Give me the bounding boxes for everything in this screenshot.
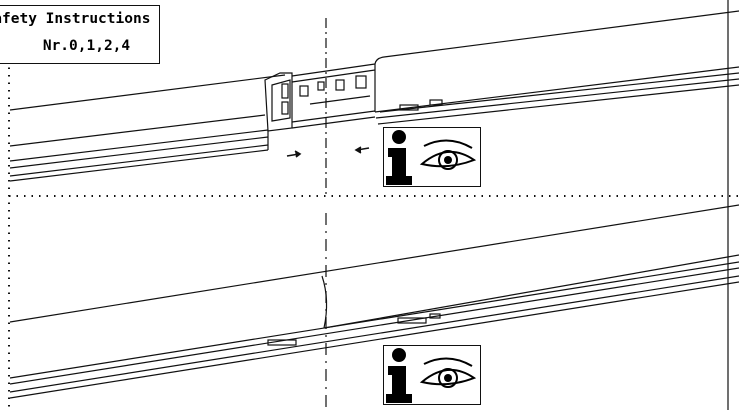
safety-instructions-box: Safety Instructions Nr.0,1,2,4 [0, 5, 160, 64]
top-right-cover [374, 10, 739, 125]
info-panel-bottom [383, 345, 481, 405]
info-i-icon [384, 346, 414, 403]
top-left-cover [9, 72, 293, 147]
top-rail-profile [9, 129, 269, 182]
safety-instructions-reference: Nr.0,1,2,4 [42, 38, 131, 54]
push-arrows [286, 146, 370, 158]
info-panel-top [383, 127, 481, 187]
info-i-icon [384, 128, 414, 185]
safety-instructions-title: Safety Instructions [0, 11, 151, 27]
eye-icon [419, 357, 476, 388]
eye-icon [419, 139, 476, 170]
top-connector-channel [291, 63, 376, 129]
bottom-cover [9, 204, 739, 399]
